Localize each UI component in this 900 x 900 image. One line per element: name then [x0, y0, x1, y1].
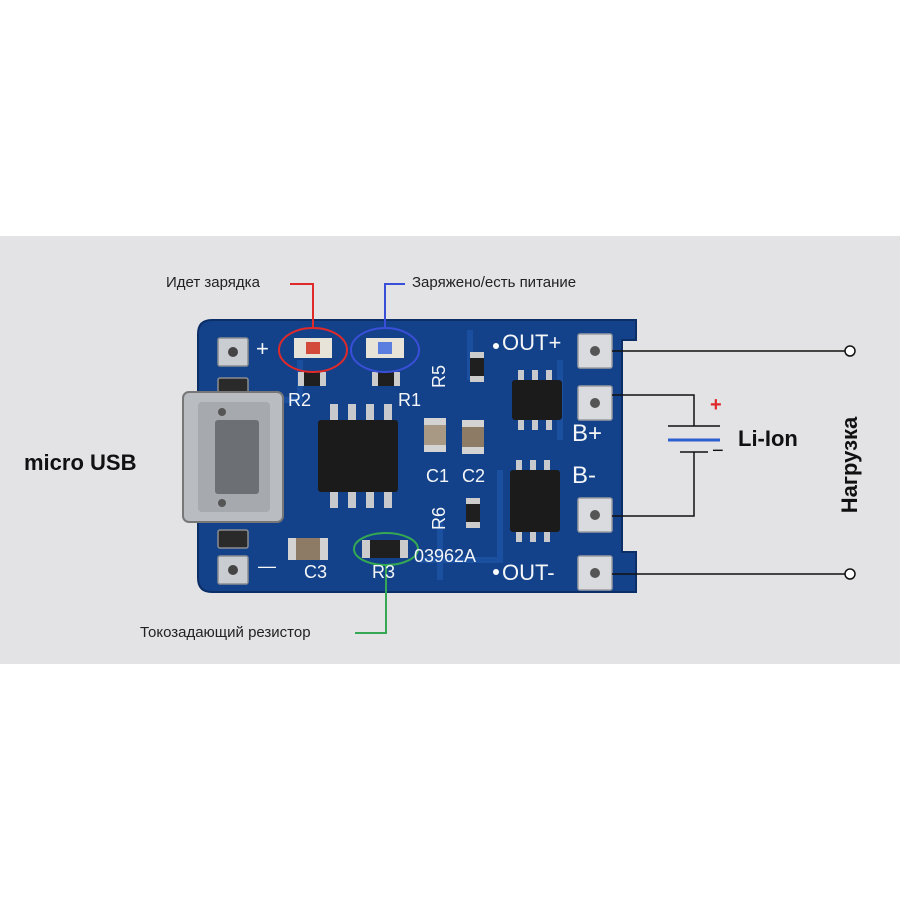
- resistor-r3: [362, 540, 408, 558]
- silk-c3: C3: [304, 562, 328, 582]
- silk-minus: —: [258, 556, 276, 576]
- resistor-r6: [466, 498, 480, 528]
- silk-r3: R3: [372, 562, 396, 582]
- main-ic: [318, 404, 398, 508]
- load-terminal-bottom: [844, 568, 856, 580]
- capacitor-c1: [424, 418, 446, 452]
- silk-out-minus: OUT-: [502, 560, 555, 585]
- charged-leader: [384, 283, 405, 328]
- silk-r5: R5: [429, 364, 450, 389]
- silk-b-plus: B+: [572, 420, 603, 447]
- silk-r6: R6: [429, 506, 450, 531]
- load-terminal-top: [844, 345, 856, 357]
- silk-c2: C2: [462, 466, 486, 486]
- charging-leader: [290, 283, 314, 328]
- load-wiring: [612, 350, 845, 575]
- micro-usb-connector: [182, 391, 284, 523]
- silk-out-plus: OUT+: [502, 330, 562, 355]
- battery-plus-sign: +: [710, 394, 722, 416]
- current-resistor-label: Токозадающий резистор: [140, 624, 311, 641]
- capacitor-c3: [288, 538, 328, 560]
- battery-minus-sign: −: [712, 440, 724, 462]
- resistor-r2: [298, 372, 326, 386]
- resistor-leader: [355, 565, 387, 634]
- load-label: Нагрузка: [837, 416, 862, 514]
- charging-led-label: Идет зарядка: [166, 274, 260, 291]
- protection-ic-2: [510, 460, 560, 542]
- battery-wiring: [612, 394, 720, 517]
- charged-led-label: Заряжено/есть питание: [412, 274, 577, 291]
- silk-c1: C1: [426, 466, 450, 486]
- silk-plus: +: [256, 336, 269, 361]
- resistor-r5: [470, 352, 484, 382]
- charging-led: [294, 338, 332, 358]
- protection-ic-1: [512, 370, 562, 430]
- capacitor-c2: [462, 420, 484, 454]
- silk-chip-mark: 03962A: [414, 546, 477, 566]
- silk-r1: R1: [398, 390, 422, 410]
- silk-b-minus: B-: [572, 462, 596, 489]
- battery-label: Li-Ion: [738, 426, 798, 451]
- micro-usb-label: micro USB: [24, 450, 137, 475]
- charged-led: [366, 338, 404, 358]
- silk-r2: R2: [288, 390, 312, 410]
- resistor-r1: [372, 372, 400, 386]
